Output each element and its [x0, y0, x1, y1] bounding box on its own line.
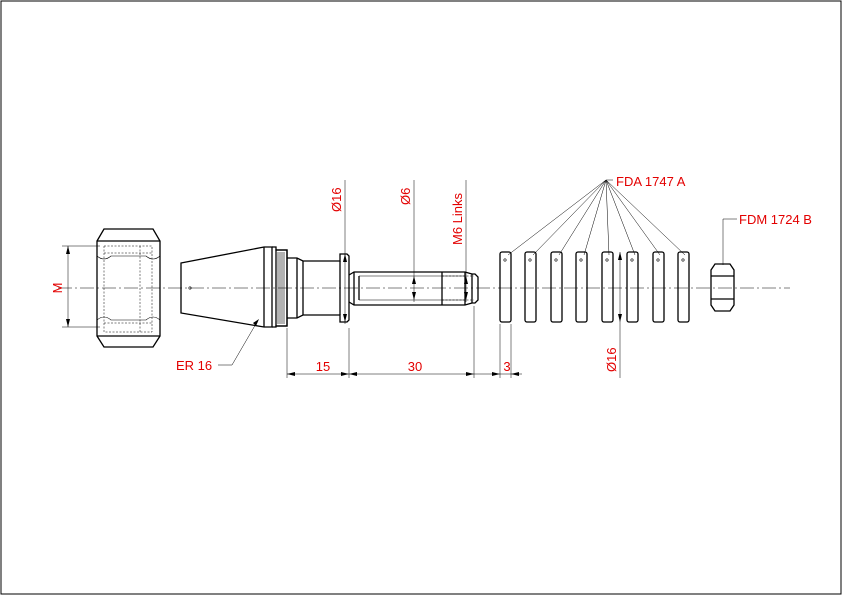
disc [575, 251, 588, 323]
dimension-dia16-discs [618, 252, 622, 378]
dimension-dia16-shank [343, 180, 347, 324]
length-15-label: 15 [316, 359, 330, 374]
disc [499, 251, 512, 323]
collet-holder [180, 246, 350, 328]
leader-lines [218, 179, 737, 366]
nut-part-label: FDM 1724 B [739, 212, 812, 227]
nut-thread-label: M [50, 283, 65, 294]
disc [652, 251, 665, 323]
collet-label: ER 16 [176, 358, 212, 373]
shaft [348, 271, 479, 306]
small-nut [710, 263, 735, 312]
nut-thread-dimension [62, 245, 100, 328]
length-30-label: 30 [408, 359, 422, 374]
disc [550, 251, 563, 323]
dimension-thread [464, 180, 468, 302]
dia6-shaft-label: Ø6 [398, 188, 413, 205]
disc-part-label: FDA 1747 A [616, 174, 686, 189]
thread-label: M6 Links [450, 192, 465, 245]
disc [601, 251, 614, 323]
length-3-label: 3 [503, 359, 510, 374]
dia16-discs-label: Ø16 [604, 347, 619, 372]
collet-nut [96, 228, 161, 348]
length-dimensions [286, 306, 522, 378]
disc [677, 251, 690, 323]
dimension-dia6-shaft [412, 180, 416, 302]
disc [524, 251, 537, 323]
dia16-shank-label: Ø16 [329, 187, 344, 212]
disc-stack [499, 251, 690, 323]
disc [626, 251, 639, 323]
